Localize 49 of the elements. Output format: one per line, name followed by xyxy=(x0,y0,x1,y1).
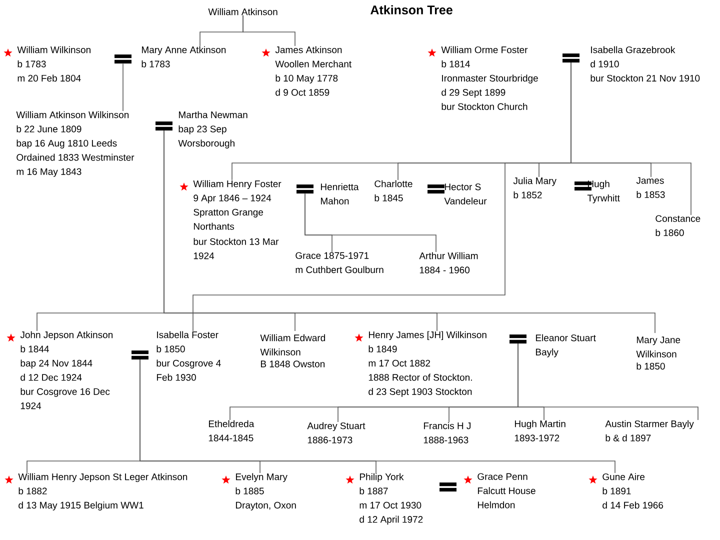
person-text: Mary Jane Wilkinson b 1850 xyxy=(636,336,680,370)
person-text: Henry James [JH] Wilkinson b 1849 m 17 Oct 1882 1888 Rector of Stockton. d 23 Sept 1903 Stockton xyxy=(368,331,486,397)
person-text: Constance b 1860 xyxy=(656,215,700,236)
marriage-symbol xyxy=(114,54,132,64)
person-text: William Atkinson xyxy=(208,8,278,16)
person-text: Grace Penn Falcutt House Helmdon xyxy=(478,473,536,508)
person-text: Hector S Vandeleur xyxy=(444,184,487,204)
person-text: Isabella Foster b 1850 bur Cosgrove 4 Feb 1930 xyxy=(156,331,221,381)
person-text: Austin Starmer Bayly b & d 1897 xyxy=(605,420,694,442)
marriage-symbol xyxy=(132,350,148,360)
person-text: Grace 1875-1971 m Cuthbert Goulburn xyxy=(296,252,384,274)
person-text: William Atkinson Wilkinson b 22 June 1809 bap 16 Aug 1810 Leeds Ordained 1833 Westminster m 16 May 1843 xyxy=(16,111,134,177)
person-text: Francis H J 1888-1963 xyxy=(424,422,471,444)
connector-line xyxy=(122,63,124,112)
person-text: Julia Mary b 1852 xyxy=(513,177,556,198)
connector-line xyxy=(304,193,436,252)
connector-line xyxy=(242,14,296,46)
person-text: William Wilkinson b 1783 m 20 Feb 1804 xyxy=(17,46,90,82)
person-text: James b 1853 xyxy=(636,177,665,198)
person-text: Philip York b 1887 m 17 Oct 1930 d 12 April 1972 xyxy=(360,473,423,525)
marriage-symbol xyxy=(296,184,314,194)
title: Atkinson Tree xyxy=(370,5,452,14)
marriage-symbol xyxy=(428,184,444,194)
person-text: Charlotte b 1845 xyxy=(374,180,412,202)
connector-line xyxy=(518,343,698,420)
person-text: William Henry Foster 9 Apr 1846 – 1924 Spratton Grange Northants bur Stockton 13 Mar 1924 xyxy=(193,180,282,260)
marriage-symbol xyxy=(156,122,172,130)
person-text: Martha Newman bap 23 Sep Worsborough xyxy=(178,111,248,148)
marriage-symbol xyxy=(562,54,580,62)
marriage-symbol xyxy=(440,482,456,492)
person-text: Hugh Martin 1893-1972 xyxy=(514,420,566,442)
person-text: William Edward Wilkinson B 1848 Owston xyxy=(260,334,326,368)
person-text: Audrey Stuart 1886-1973 xyxy=(307,422,366,444)
person-text: John Jepson Atkinson b 1844 bap 24 Nov 1844 d 12 Dec 1924 bur Cosgrove 16 Dec 1924 xyxy=(20,331,113,410)
person-text: William Orme Foster b 1814 Ironmaster Stourbridge d 29 Sept 1899 bur Stockton Church xyxy=(441,46,538,110)
connector-line xyxy=(140,359,616,474)
person-text: James Atkinson Woollen Merchant b 10 May 1778 d 9 Oct 1859 xyxy=(275,46,352,96)
connector-line xyxy=(192,62,572,332)
person-text: Etheldreda 1844-1845 xyxy=(208,420,254,442)
person-text: Evelyn Mary b 1885 Drayton, Oxon xyxy=(236,473,296,510)
person-text: Gune Aire b 1891 d 14 Feb 1966 xyxy=(602,473,664,509)
person-text: Mary Anne Atkinson b 1783 xyxy=(142,46,226,68)
marriage-symbol xyxy=(510,334,526,344)
person-text: Isabella Grazebrook d 1910 bur Stockton 21 Nov 1910 xyxy=(590,46,700,82)
connector-line xyxy=(164,130,656,334)
person-text: Henrietta Mahon xyxy=(321,183,359,204)
person-text: Arthur William 1884 - 1960 xyxy=(419,252,478,274)
person-text: Eleanor Stuart Bayly xyxy=(536,334,596,358)
person-text: William Henry Jepson St Leger Atkinson b 1882 d 13 May 1915 Belgium WW1 xyxy=(18,473,188,510)
